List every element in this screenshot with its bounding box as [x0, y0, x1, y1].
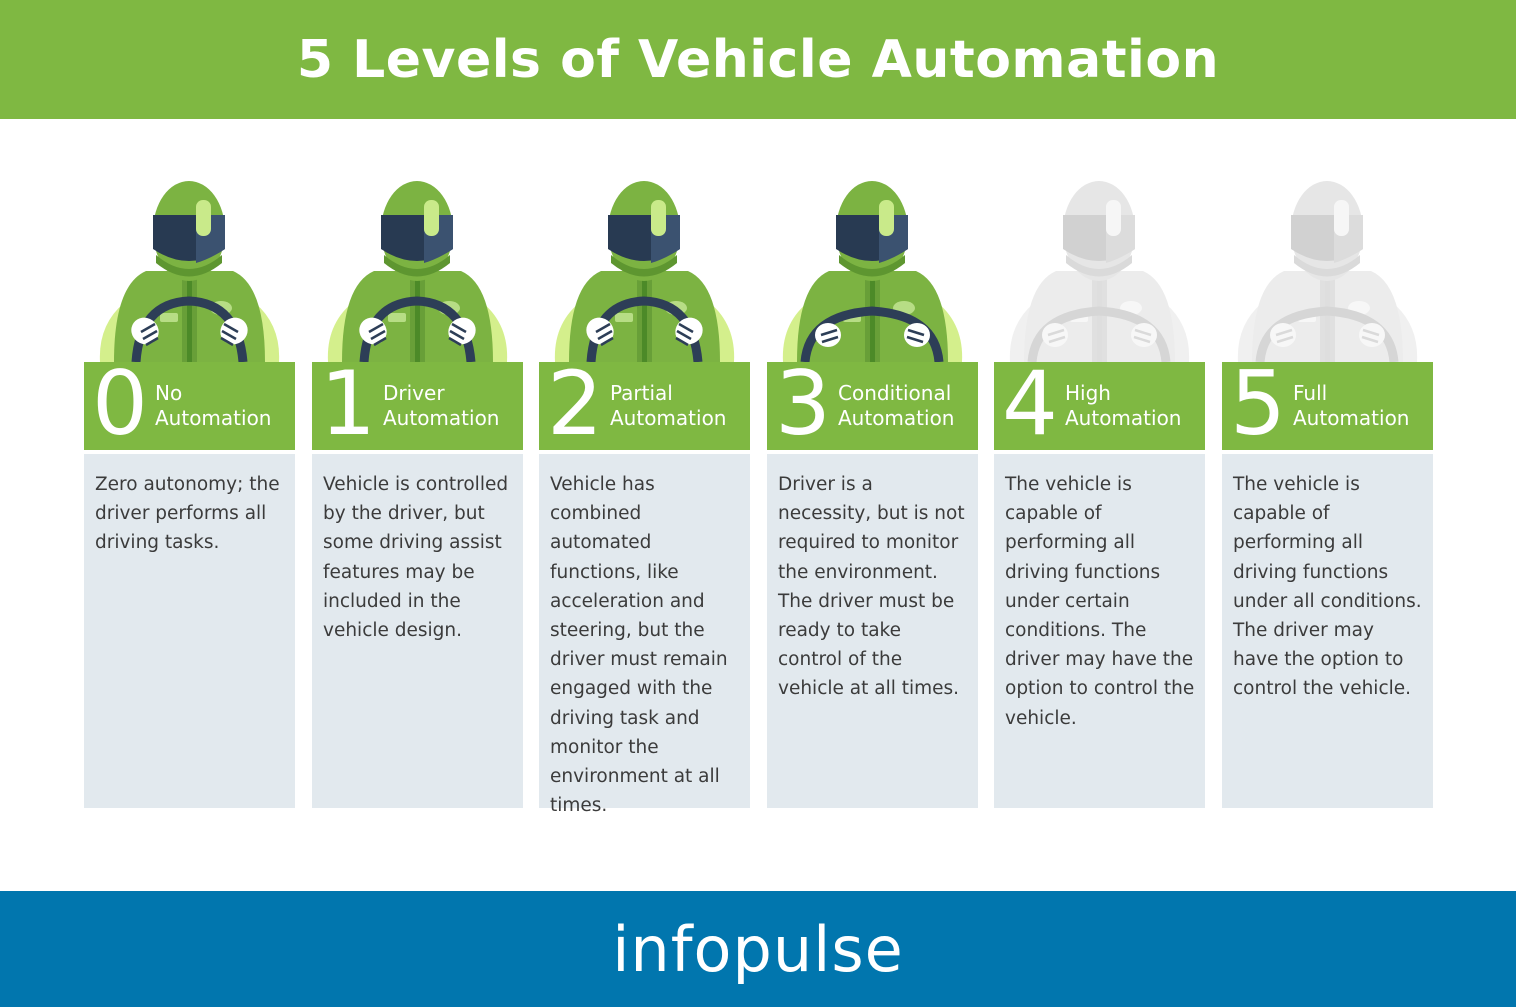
level-header: 0 No Automation — [84, 352, 295, 455]
level-column-5: 5 Full Automation The vehicle is capable… — [1222, 175, 1433, 808]
level-column-1: 1 Driver Automation Vehicle is controlle… — [312, 175, 523, 808]
level-column-3: 3 Conditional Automation Driver is a nec… — [767, 175, 978, 808]
brand-logo: infopulse — [612, 912, 904, 986]
level-description-box: Vehicle is controlled by the driver, but… — [312, 454, 523, 808]
level-number: 1 — [320, 352, 376, 455]
level-title: High Automation — [1065, 381, 1182, 430]
level-title: Conditional Automation — [838, 381, 955, 430]
level-column-0: 0 No Automation Zero autonomy; the drive… — [84, 175, 295, 808]
level-number: 5 — [1230, 352, 1286, 455]
level-title: Driver Automation — [383, 381, 500, 430]
level-header: 2 Partial Automation — [539, 352, 750, 455]
page-title: 5 Levels of Vehicle Automation — [296, 29, 1220, 90]
driver-figure-icon — [312, 175, 523, 362]
level-column-4: 4 High Automation The vehicle is capable… — [994, 175, 1205, 808]
driver-icon — [1009, 181, 1190, 362]
level-description-box: Zero autonomy; the driver performs all d… — [84, 454, 295, 808]
footer-banner: infopulse — [0, 891, 1516, 1007]
driver-icon — [554, 181, 735, 362]
driver-figure-icon — [994, 175, 1205, 362]
level-description: Vehicle is controlled by the driver, but… — [323, 474, 509, 642]
driver-icon — [1237, 181, 1418, 362]
level-header: 5 Full Automation — [1222, 352, 1433, 455]
level-description: Driver is a necessity, but is not requir… — [778, 474, 965, 700]
driver-icon — [327, 181, 508, 362]
level-description: The vehicle is capable of performing all… — [1233, 474, 1422, 700]
level-column-2: 2 Partial Automation Vehicle has combine… — [539, 175, 750, 816]
level-title: No Automation — [155, 381, 272, 430]
level-number: 0 — [92, 352, 148, 455]
driver-icon — [99, 181, 280, 362]
level-description: Vehicle has combined automated functions… — [550, 474, 728, 817]
level-number: 3 — [775, 352, 831, 455]
level-number: 4 — [1002, 352, 1058, 455]
driver-figure-icon — [539, 175, 750, 362]
level-description: Zero autonomy; the driver performs all d… — [95, 474, 280, 554]
level-header: 4 High Automation — [994, 352, 1205, 455]
driver-figure-icon — [767, 175, 978, 362]
level-header: 3 Conditional Automation — [767, 352, 978, 455]
level-description: The vehicle is capable of performing all… — [1005, 474, 1195, 729]
driver-figure-icon — [1222, 175, 1433, 362]
level-number: 2 — [547, 352, 603, 455]
header-banner: 5 Levels of Vehicle Automation — [0, 0, 1516, 119]
level-header: 1 Driver Automation — [312, 352, 523, 455]
driver-icon — [782, 181, 963, 362]
level-description-box: The vehicle is capable of performing all… — [994, 454, 1205, 808]
level-title: Partial Automation — [610, 381, 727, 430]
level-description-box: Driver is a necessity, but is not requir… — [767, 454, 978, 808]
level-title: Full Automation — [1293, 381, 1410, 430]
driver-figure-icon — [84, 175, 295, 362]
level-description-box: Vehicle has combined automated functions… — [539, 454, 750, 816]
level-description-box: The vehicle is capable of performing all… — [1222, 454, 1433, 808]
